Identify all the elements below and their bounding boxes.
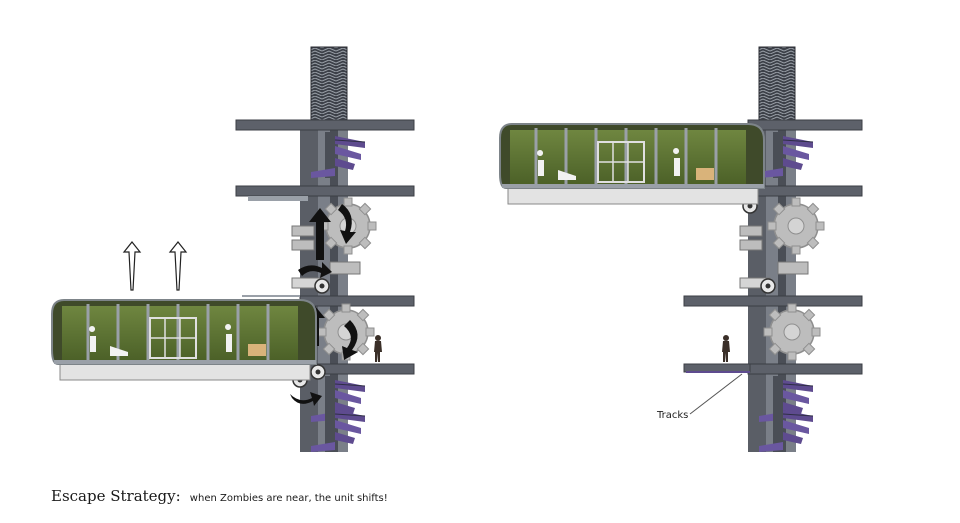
tracks-leader-line <box>689 373 743 415</box>
caption-text: when Zombies are near, the unit shifts! <box>189 493 388 504</box>
caption-title: Escape Strategy: <box>51 487 181 505</box>
tracks-label: Tracks <box>657 410 689 421</box>
caption: Escape Strategy: when Zombies are near, … <box>51 486 388 505</box>
person-icon <box>374 335 382 362</box>
gear-icon <box>767 197 825 255</box>
rotate-arrow-icon <box>342 320 358 360</box>
elevator-shaft <box>758 46 796 123</box>
rotate-arrow-icon <box>290 392 322 406</box>
elevator-shaft <box>310 46 348 123</box>
gear-icon <box>763 303 821 361</box>
pulley-icon <box>314 278 330 294</box>
pulley-icon <box>310 364 326 380</box>
up-arrow-icon <box>122 241 188 291</box>
floor-slabs <box>235 119 415 375</box>
left-scene <box>51 46 415 453</box>
pulley-icon <box>760 278 776 294</box>
up-arrow-icon <box>309 208 331 260</box>
tracks <box>683 363 751 373</box>
person-icon <box>722 335 730 362</box>
housing-unit <box>499 123 765 205</box>
right-scene <box>499 46 863 453</box>
rotate-arrow-icon <box>298 262 332 278</box>
housing-unit <box>51 299 317 381</box>
rotate-arrow-icon <box>338 204 356 244</box>
